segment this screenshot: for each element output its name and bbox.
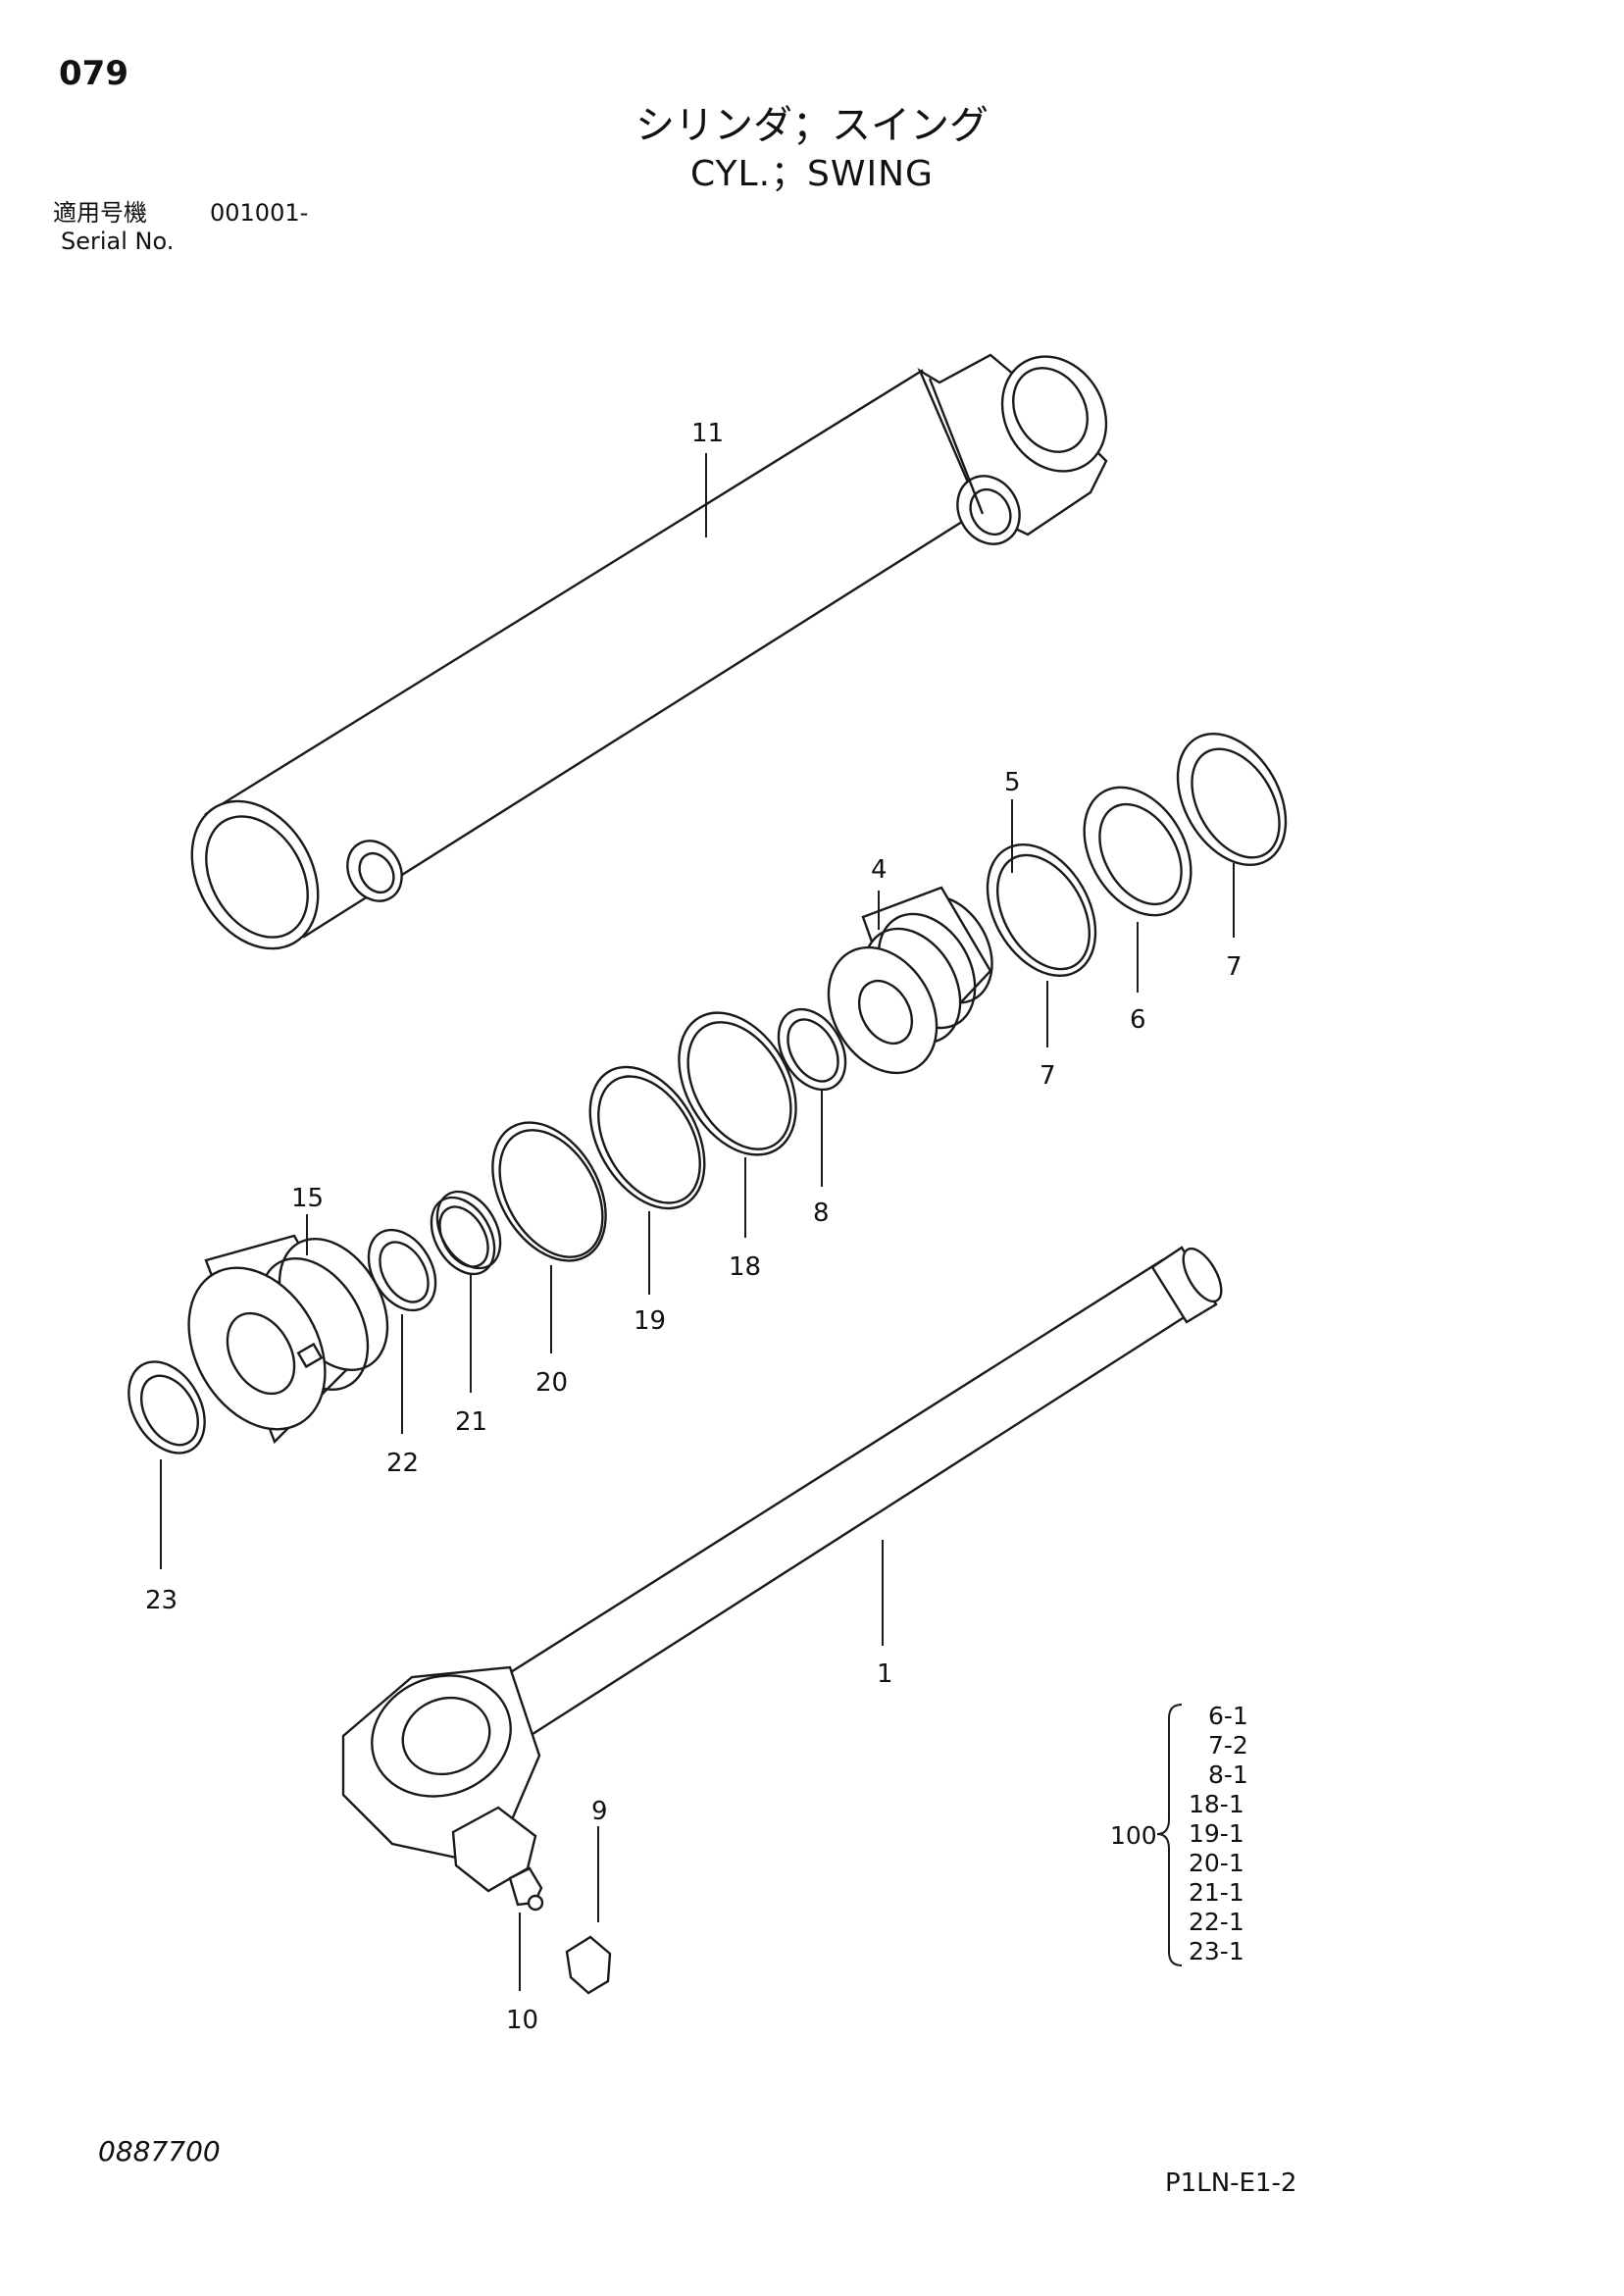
- part-18-ring: [678, 1011, 797, 1156]
- kit-item: 19-1: [1189, 1819, 1244, 1848]
- part-8-ring: [777, 1007, 847, 1092]
- callout-20: 20: [535, 1368, 568, 1398]
- title-japanese: シリンダ；スイング: [635, 103, 989, 148]
- callout-22: 22: [386, 1449, 419, 1478]
- callout-15: 15: [291, 1184, 324, 1213]
- part-9-cap: [565, 1935, 612, 1995]
- callout-11: 11: [691, 419, 724, 448]
- callout-labels: 11 5 4 7 6 7 15 8 18 19 20 21 22 23 1 9 …: [145, 419, 1243, 2035]
- callout-5: 5: [1004, 768, 1021, 797]
- callout-23: 23: [145, 1586, 178, 1615]
- kit-item: 21-1: [1189, 1878, 1244, 1907]
- page-number: 079: [59, 54, 128, 93]
- serial-label-english: Serial No.: [61, 228, 175, 255]
- part-22-ring: [367, 1228, 437, 1312]
- part-6-ring: [1083, 786, 1193, 917]
- part-21-bushing: [430, 1190, 502, 1276]
- part-19-ring: [588, 1065, 706, 1210]
- callout-4: 4: [871, 855, 888, 885]
- kit-item: 22-1: [1189, 1908, 1244, 1936]
- callout-19: 19: [634, 1306, 666, 1336]
- leader-lines: [160, 453, 1235, 1991]
- callout-1: 1: [877, 1659, 893, 1689]
- kit-item: 23-1: [1189, 1937, 1244, 1965]
- kit-item: 18-1: [1189, 1790, 1244, 1818]
- kit-100-breakdown: 100 6-1 7-2 8-1 18-1 19-1 20-1 21-1 22-1…: [1110, 1702, 1248, 1966]
- kit-item: 6-1: [1208, 1702, 1248, 1730]
- kit-item: 8-1: [1208, 1760, 1248, 1789]
- title-english: CYL.；SWING: [690, 154, 934, 194]
- part-15-rod-cover: [187, 1234, 389, 1445]
- part-4-piston: [827, 886, 993, 1075]
- callout-10: 10: [506, 2006, 538, 2035]
- callout-18: 18: [729, 1252, 761, 1282]
- kit-number: 100: [1110, 1821, 1157, 1850]
- callout-7-upper: 7: [1226, 952, 1243, 982]
- document-number: 0887700: [98, 2135, 221, 2168]
- serial-label-japanese: 適用号機: [53, 199, 147, 227]
- kit-brace: [1156, 1704, 1183, 1966]
- page-code: P1LN-E1-2: [1165, 2168, 1297, 2198]
- part-20-ring: [491, 1121, 607, 1262]
- part-11-cylinder-tube: [190, 353, 1108, 950]
- callout-7-lower: 7: [1040, 1061, 1056, 1091]
- part-7-ring-a: [986, 842, 1097, 978]
- callout-6: 6: [1130, 1005, 1146, 1035]
- kit-item: 20-1: [1189, 1849, 1244, 1877]
- serial-number-value: 001001-: [210, 199, 309, 227]
- callout-21: 21: [455, 1407, 487, 1437]
- part-7-ring-b: [1176, 732, 1288, 867]
- callout-9: 9: [591, 1797, 608, 1826]
- part-10-grease-nipple: [508, 1866, 544, 1912]
- part-1-piston-rod: [341, 1246, 1223, 1893]
- part-23-wiper-ring: [127, 1360, 206, 1454]
- kit-item: 7-2: [1208, 1731, 1248, 1760]
- callout-8: 8: [813, 1199, 830, 1228]
